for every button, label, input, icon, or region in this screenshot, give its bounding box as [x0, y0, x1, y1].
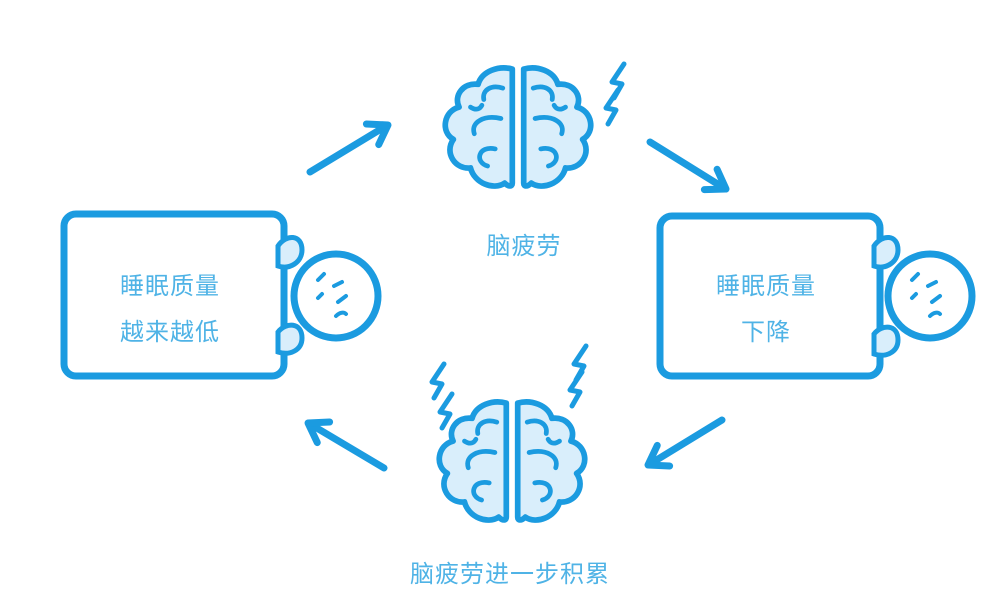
arrow-bottom-to-left [302, 413, 388, 472]
bottom-brain-label: 脑疲劳进一步积累 [410, 560, 610, 588]
left-box-line1: 睡眠质量 [120, 272, 220, 300]
arrow-left-to-top [306, 115, 394, 176]
sleeping-face-icon [884, 250, 976, 342]
left-box-line2: 越来越低 [120, 318, 220, 346]
right-box-line1: 睡眠质量 [716, 272, 816, 300]
arrow-right-to-bottom [642, 416, 726, 475]
sleeping-face-icon [290, 250, 382, 342]
lightning-icon [570, 346, 586, 406]
lightning-icon [606, 64, 624, 124]
top-brain-label: 脑疲劳 [486, 232, 562, 260]
top-brain-icon [445, 68, 590, 186]
arrow-top-to-right [646, 138, 732, 199]
left-sleep-quality-box [60, 210, 382, 380]
right-sleep-quality-box [656, 212, 976, 380]
right-box-line2: 下降 [741, 318, 791, 346]
bottom-brain-icon [439, 402, 584, 520]
lightning-icon [432, 364, 452, 428]
hand-icon [275, 235, 305, 356]
hand-icon [871, 235, 901, 358]
